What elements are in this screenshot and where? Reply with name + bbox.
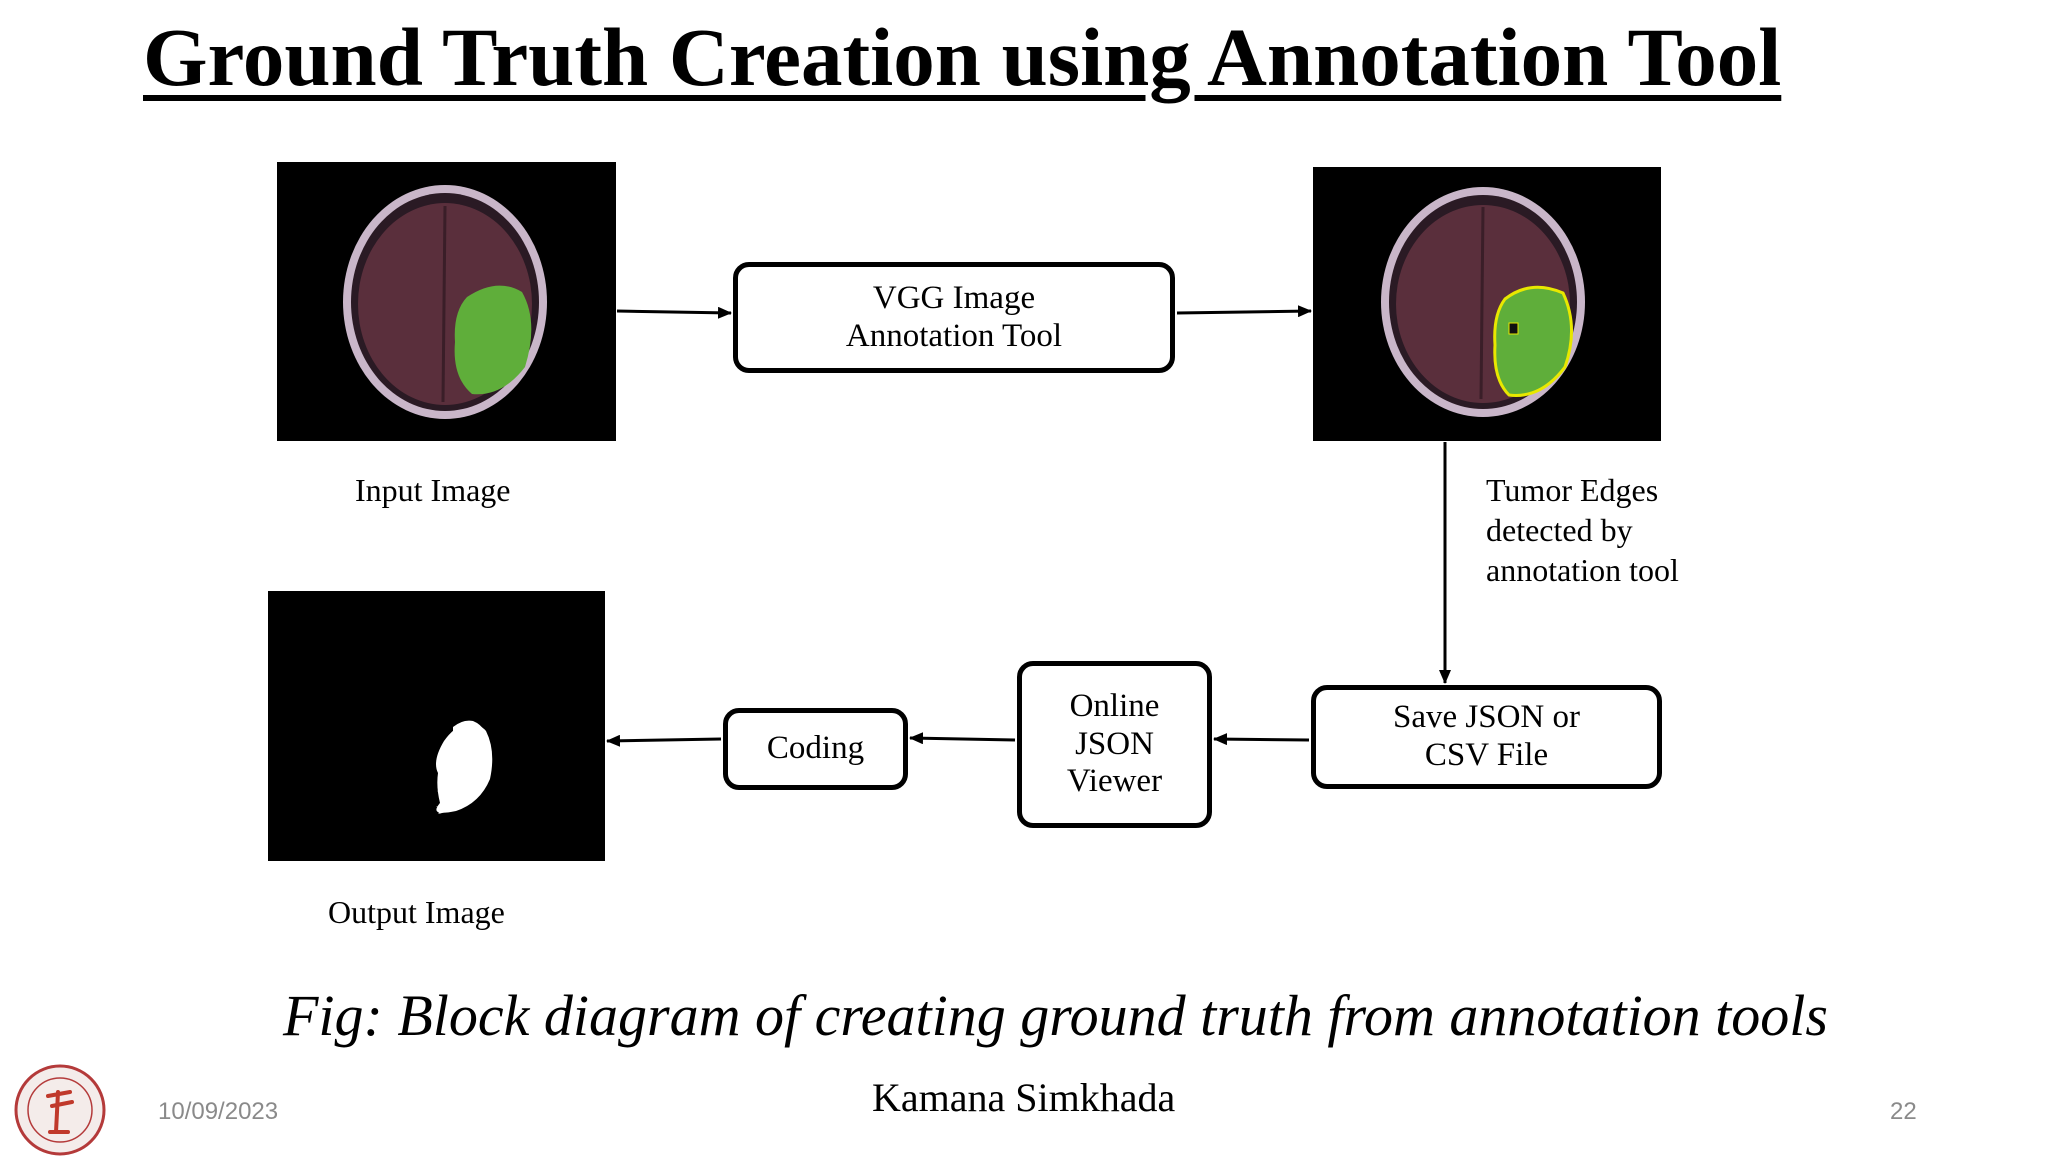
arrow-viewer-to-coding <box>909 732 1016 745</box>
slide-number: 22 <box>1890 1098 1917 1125</box>
output-image-label: Output Image <box>328 894 505 930</box>
arrow-vgg-to-annotated <box>1176 305 1312 318</box>
online-json-viewer-box: Online JSON Viewer <box>1017 661 1212 828</box>
annotated-mri-image <box>1313 167 1661 441</box>
save-json-csv-box: Save JSON or CSV File <box>1311 685 1662 789</box>
arrow-coding-to-output <box>606 734 722 747</box>
input-mri-image <box>277 162 616 441</box>
college-logo <box>12 1062 108 1158</box>
vgg-annotation-tool-box: VGG Image Annotation Tool <box>733 262 1175 373</box>
input-image-label: Input Image <box>355 472 511 508</box>
arrow-save-to-viewer <box>1213 733 1310 746</box>
arrow-input-to-vgg <box>616 306 732 319</box>
coding-box: Coding <box>723 708 908 790</box>
author-name: Kamana Simkhada <box>872 1075 1176 1120</box>
tumor-edges-label: Tumor Edges detected by annotation tool <box>1486 472 1679 588</box>
figure-caption: Fig: Block diagram of creating ground tr… <box>283 983 1828 1048</box>
slide-date: 10/09/2023 <box>158 1098 279 1125</box>
slide-title: Ground Truth Creation using Annotation T… <box>143 11 1782 103</box>
output-mask-image <box>268 591 605 861</box>
